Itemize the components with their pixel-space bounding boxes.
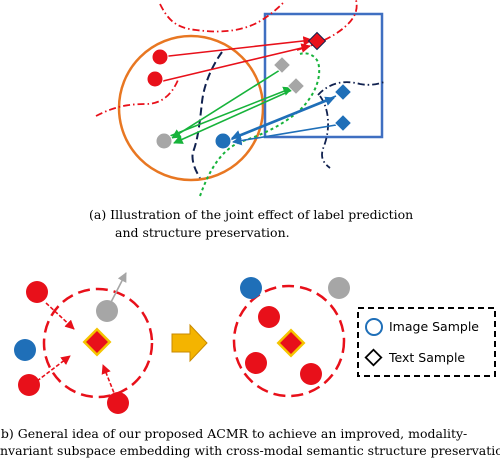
- image-sample-blue: [240, 277, 262, 299]
- caption-a-line-2: and structure preservation.: [115, 225, 290, 240]
- green-boundary: [199, 52, 321, 197]
- navy-boundary-right: [317, 81, 385, 96]
- green-arrow-3: [169, 86, 293, 137]
- structure-circle-after: [232, 284, 346, 398]
- image-sample-legend-icon: [365, 318, 383, 336]
- image-sample-red: [258, 306, 280, 328]
- text-sample-legend-icon: [364, 348, 383, 367]
- green-arrow-1: [171, 69, 281, 139]
- blue-arrow-1: [231, 95, 337, 140]
- red-arrow-1: [159, 36, 313, 58]
- caption-a: (a) Illustration of the joint effect of …: [89, 206, 429, 242]
- caption-a-line-1: (a) Illustration of the joint effect of …: [89, 207, 414, 222]
- image-sample-red: [146, 70, 164, 88]
- text-sample-gray: [272, 55, 292, 75]
- image-sample-red: [300, 363, 322, 385]
- image-sample-red: [107, 392, 129, 414]
- panel-a: [95, 0, 385, 197]
- image-sample-gray: [328, 277, 350, 299]
- image-sample-blue: [14, 339, 36, 361]
- image-region-circle: [117, 34, 265, 182]
- structure-circle-before: [42, 287, 154, 399]
- red-boundary-left: [95, 79, 179, 117]
- pull-arrow: [45, 302, 75, 330]
- image-sample-red: [26, 281, 48, 303]
- caption-b-line-2: invariant subspace embedding with cross-…: [0, 443, 500, 458]
- panel-b-after: [232, 277, 350, 398]
- pull-arrow: [36, 355, 71, 382]
- image-sample-blue: [214, 132, 232, 150]
- text-sample-anchor: [82, 327, 112, 357]
- caption-b: (b) General idea of our proposed ACMR to…: [0, 425, 500, 459]
- red-boundary-right: [296, 0, 358, 51]
- text-region-box: [263, 12, 384, 139]
- image-sample-gray: [96, 300, 118, 322]
- legend-text-sample-label: Text Sample: [388, 350, 465, 365]
- text-sample-blue: [333, 82, 353, 102]
- blue-arrow-3: [229, 96, 335, 141]
- text-sample-anchor: [276, 328, 306, 358]
- text-sample-blue: [333, 113, 353, 133]
- transition-arrow: [171, 323, 208, 363]
- legend: Image Sample Text Sample: [357, 307, 496, 377]
- red-arrow-2: [162, 43, 311, 82]
- image-sample-red: [245, 352, 267, 374]
- text-sample-gray: [286, 76, 306, 96]
- text-sample-red: [307, 31, 327, 51]
- image-sample-red: [18, 374, 40, 396]
- navy-boundary-middle: [191, 51, 223, 179]
- image-sample-gray: [155, 132, 173, 150]
- caption-b-line-1: (b) General idea of our proposed ACMR to…: [0, 426, 468, 441]
- panel-b-before: [14, 272, 154, 414]
- green-arrow-2: [173, 89, 293, 144]
- blue-arrow-2: [232, 124, 337, 146]
- navy-boundary-lower: [319, 95, 331, 169]
- legend-image-sample-label: Image Sample: [389, 319, 479, 334]
- image-sample-red: [151, 48, 169, 66]
- red-boundary-top: [159, 1, 285, 33]
- legend-box: [357, 307, 496, 377]
